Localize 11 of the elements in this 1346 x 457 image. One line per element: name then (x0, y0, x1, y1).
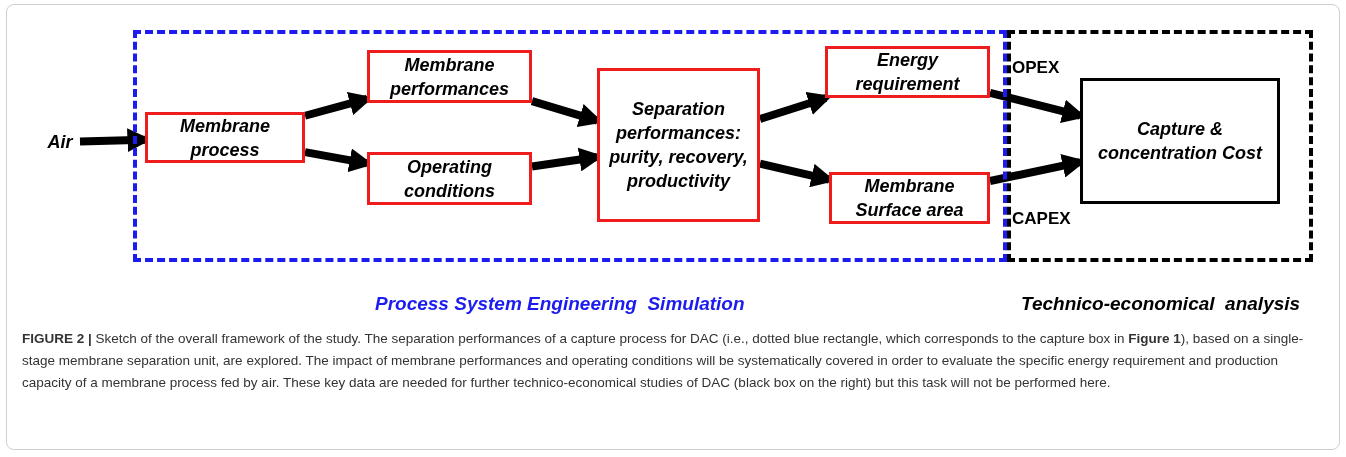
process-box: Membrane process (145, 112, 305, 163)
result-box: Capture & concentration Cost (1080, 78, 1280, 204)
process-box: Membrane performances (367, 50, 532, 103)
input-label: Air (40, 130, 80, 154)
process-box: Operating conditions (367, 152, 532, 205)
process-box: Separation performances: purity, recovery, productivity (597, 68, 760, 222)
process-box: Energy requirement (825, 46, 990, 98)
group-title: Process System Engineering Simulation (375, 292, 745, 316)
process-box: Membrane Surface area (829, 172, 990, 224)
group-title: Technico-economical analysis (1021, 292, 1301, 316)
caption: FIGURE 2 | Sketch of the overall framework of the study. The separation performances of a capture process for DAC (i.e., dotted blue rectangle, which corresponds to the capture box in Figure 1), based on a single-stage membrane separation unit, are explored. The impact of membrane performances and operating conditions will be systematically covered in order to evaluate the specific energy requirement and production capacity of a membrane process fed by air. These key data are needed for further technico-economical studies of DAC (black box on the right) but this task will not be performed here. (22, 330, 1305, 392)
